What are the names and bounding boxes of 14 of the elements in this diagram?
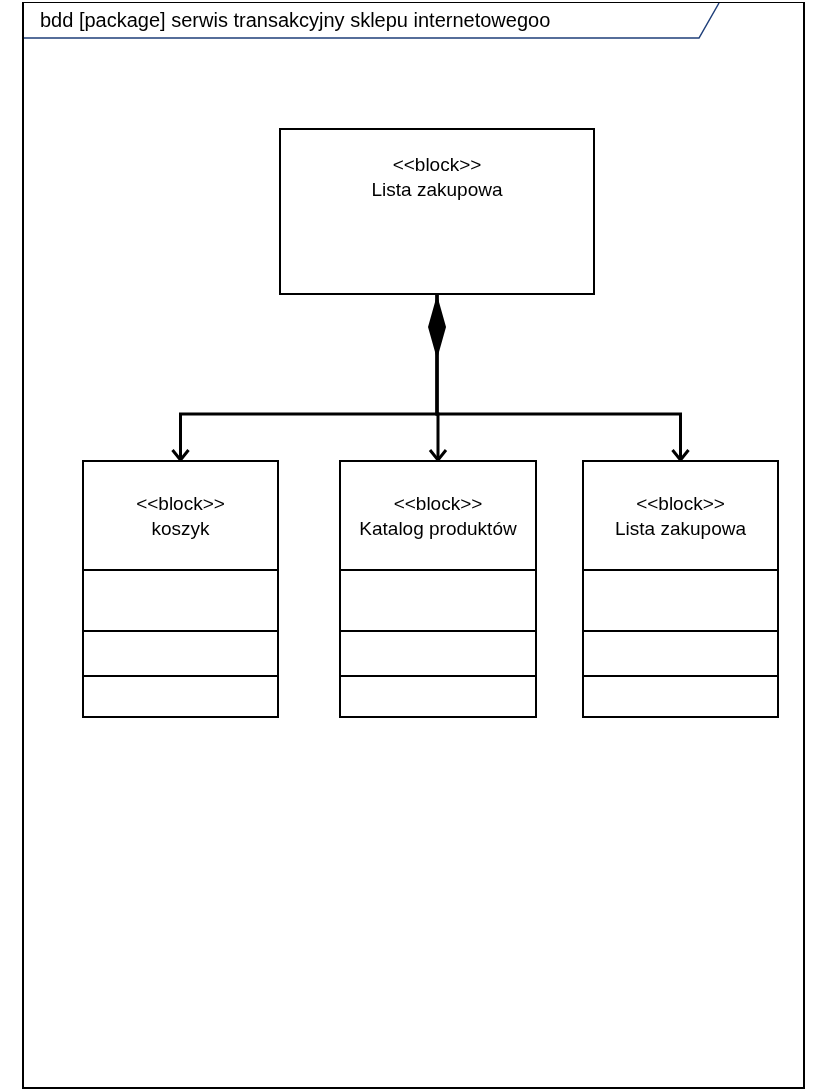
block-compartments bbox=[582, 460, 779, 718]
frame-title: bdd [package] serwis transakcyjny sklepu internetowegoo bbox=[40, 9, 551, 32]
package-frame bbox=[22, 2, 805, 1089]
block-compartments bbox=[82, 460, 279, 718]
block-compartments bbox=[339, 460, 537, 718]
block-name: Lista zakupowa bbox=[371, 178, 503, 202]
stereotype-label: <<block>> bbox=[636, 491, 725, 516]
block-name: koszyk bbox=[151, 516, 210, 541]
stereotype-label: <<block>> bbox=[136, 491, 225, 516]
stereotype-label: <<block>> bbox=[392, 153, 482, 177]
block-name: Katalog produktów bbox=[359, 516, 517, 541]
stereotype-label: <<block>> bbox=[393, 491, 483, 516]
block-name: Lista zakupowa bbox=[615, 516, 746, 541]
block-box bbox=[279, 128, 595, 295]
